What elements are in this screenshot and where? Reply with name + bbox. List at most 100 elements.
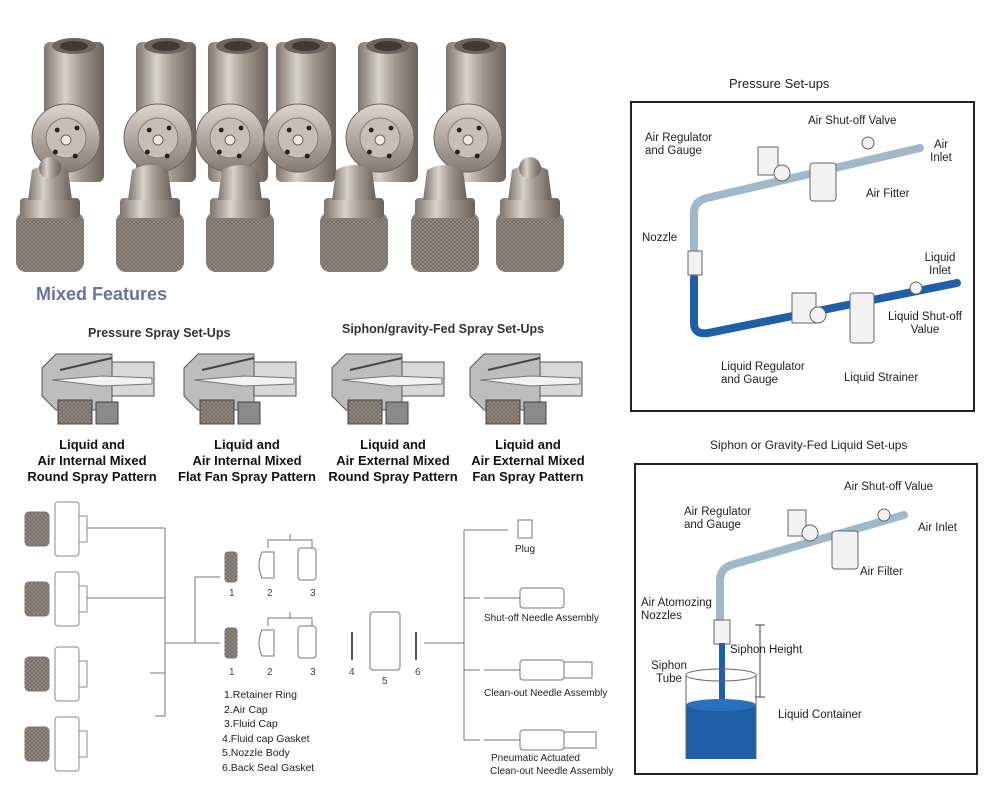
siphon-setups-title: Siphon or Gravity-Fed Liquid Set-ups bbox=[710, 438, 908, 452]
siphon-spray-heading: Siphon/gravity-Fed Spray Set-Ups bbox=[342, 322, 545, 336]
air-hole bbox=[74, 125, 80, 131]
caption-line: Round Spray Pattern bbox=[328, 469, 458, 484]
nozzle-tee bbox=[687, 250, 703, 276]
air-hole bbox=[236, 153, 242, 159]
label-air-filter: Air Filter bbox=[860, 566, 903, 578]
cap-dome bbox=[39, 157, 61, 179]
fluid-cap bbox=[297, 547, 317, 581]
label-air-shutoff-siphon: Air Shut-off Value bbox=[844, 481, 934, 493]
atomizing-nozzle bbox=[713, 619, 731, 645]
air-cap bbox=[258, 551, 275, 579]
air-gauge bbox=[773, 164, 791, 182]
air-filter bbox=[831, 530, 859, 570]
container-walls bbox=[685, 675, 757, 759]
nozzle-body bbox=[263, 38, 336, 182]
air-cap bbox=[258, 629, 275, 657]
label-air-fitter: Air Fitter bbox=[866, 188, 910, 200]
label-liquid-container: Liquid Container bbox=[778, 709, 862, 721]
parts-list-item: 5.Nozzle Body bbox=[222, 747, 290, 759]
label-line: and Gauge bbox=[721, 374, 778, 386]
parts-list-item: 6.Back Seal Gasket bbox=[222, 761, 315, 774]
option-shutoff-needle-label: Shut-off Needle Assembly bbox=[484, 613, 599, 624]
air-hole bbox=[145, 149, 150, 155]
caption-line: Liquid and bbox=[214, 437, 280, 452]
mixed-features-title: Mixed Features bbox=[36, 284, 168, 304]
cap-top bbox=[128, 165, 172, 200]
cap-knurl bbox=[116, 212, 184, 272]
cutaway-nozzle bbox=[331, 353, 445, 425]
cap-brackets bbox=[267, 534, 313, 626]
label-line: and Gauge bbox=[684, 519, 741, 531]
part-number: 5 bbox=[382, 676, 388, 687]
caption-line: Round Spray Pattern bbox=[27, 469, 157, 484]
nozzle-product-illustration bbox=[16, 38, 564, 272]
caption-line: Flat Fan Spray Pattern bbox=[178, 469, 316, 484]
nozzle-tip bbox=[60, 134, 72, 146]
needle-housing bbox=[563, 731, 597, 749]
part-number: 2 bbox=[267, 588, 273, 599]
air-hole bbox=[367, 149, 372, 155]
siphon-height-marker bbox=[755, 624, 765, 698]
pattern-caption-4: Liquid and Air External Mixed Fan Spray … bbox=[466, 437, 590, 485]
assembly-variant bbox=[24, 571, 88, 627]
air-hole bbox=[456, 127, 462, 133]
cutaway-nut bbox=[95, 401, 119, 425]
label-line: Air Regulator bbox=[645, 132, 713, 144]
spray-cap bbox=[16, 157, 84, 272]
cap-collar bbox=[500, 198, 560, 218]
caption-line: Air Internal Mixed bbox=[192, 453, 302, 468]
air-hole bbox=[285, 149, 290, 155]
assembly-variant bbox=[24, 716, 88, 772]
cap-knurl bbox=[496, 212, 564, 272]
cap-knurl bbox=[206, 212, 274, 272]
air-hole bbox=[166, 125, 172, 131]
spray-setup-cutaways bbox=[41, 353, 583, 425]
cap-top bbox=[332, 165, 376, 200]
label-liquid-strainer: Liquid Strainer bbox=[844, 372, 919, 384]
cap-collar bbox=[20, 198, 80, 218]
caption-line: Air Internal Mixed bbox=[37, 453, 147, 468]
exploded-view-diagram bbox=[24, 501, 597, 772]
air-hole bbox=[217, 149, 222, 155]
label-air-inlet-siphon: Air Inlet bbox=[918, 522, 957, 534]
nozzle-tip bbox=[462, 134, 474, 146]
cap-top bbox=[423, 165, 467, 200]
air-hole bbox=[304, 153, 310, 159]
connector-lines bbox=[87, 527, 220, 717]
cutaway-liquid-channel bbox=[51, 375, 153, 387]
liquid-gauge bbox=[809, 306, 827, 324]
nozzle-tip bbox=[224, 134, 236, 146]
parts-list-item: 3.Fluid Cap bbox=[224, 718, 278, 730]
cap-knurl bbox=[16, 212, 84, 272]
part-number: 6 bbox=[415, 667, 421, 678]
cutaway-air-passage bbox=[201, 357, 255, 371]
air-hole bbox=[53, 149, 58, 155]
options-connector bbox=[424, 529, 508, 741]
label-line: and Gauge bbox=[645, 145, 702, 157]
nozzle-body-part bbox=[369, 611, 401, 671]
body-port-hole bbox=[292, 41, 320, 51]
variant-stub bbox=[78, 730, 88, 758]
cutaway-nut bbox=[385, 401, 409, 425]
cap-knurl bbox=[411, 212, 479, 272]
cap-collar bbox=[324, 198, 384, 218]
air-hole bbox=[388, 125, 394, 131]
nozzle-body bbox=[433, 38, 506, 182]
air-filter bbox=[809, 162, 837, 202]
air-hole bbox=[218, 127, 224, 133]
plug-part bbox=[517, 519, 533, 539]
label-line: Air Atomozing bbox=[641, 597, 712, 609]
spray-cap bbox=[411, 165, 479, 272]
air-pipe bbox=[690, 144, 924, 282]
liquid-pipe bbox=[690, 274, 961, 338]
air-hole bbox=[306, 125, 312, 131]
parts-list-item: 4.Fluid cap Gasket bbox=[222, 732, 310, 745]
cutaway-air-passage bbox=[59, 357, 113, 371]
label-line: Nozzles bbox=[641, 610, 682, 622]
air-hole bbox=[386, 153, 392, 159]
air-hole bbox=[146, 127, 152, 133]
cutaway-nozzle bbox=[41, 353, 155, 425]
cutaway-liquid-channel bbox=[341, 375, 443, 387]
needle-assembly bbox=[519, 729, 565, 751]
